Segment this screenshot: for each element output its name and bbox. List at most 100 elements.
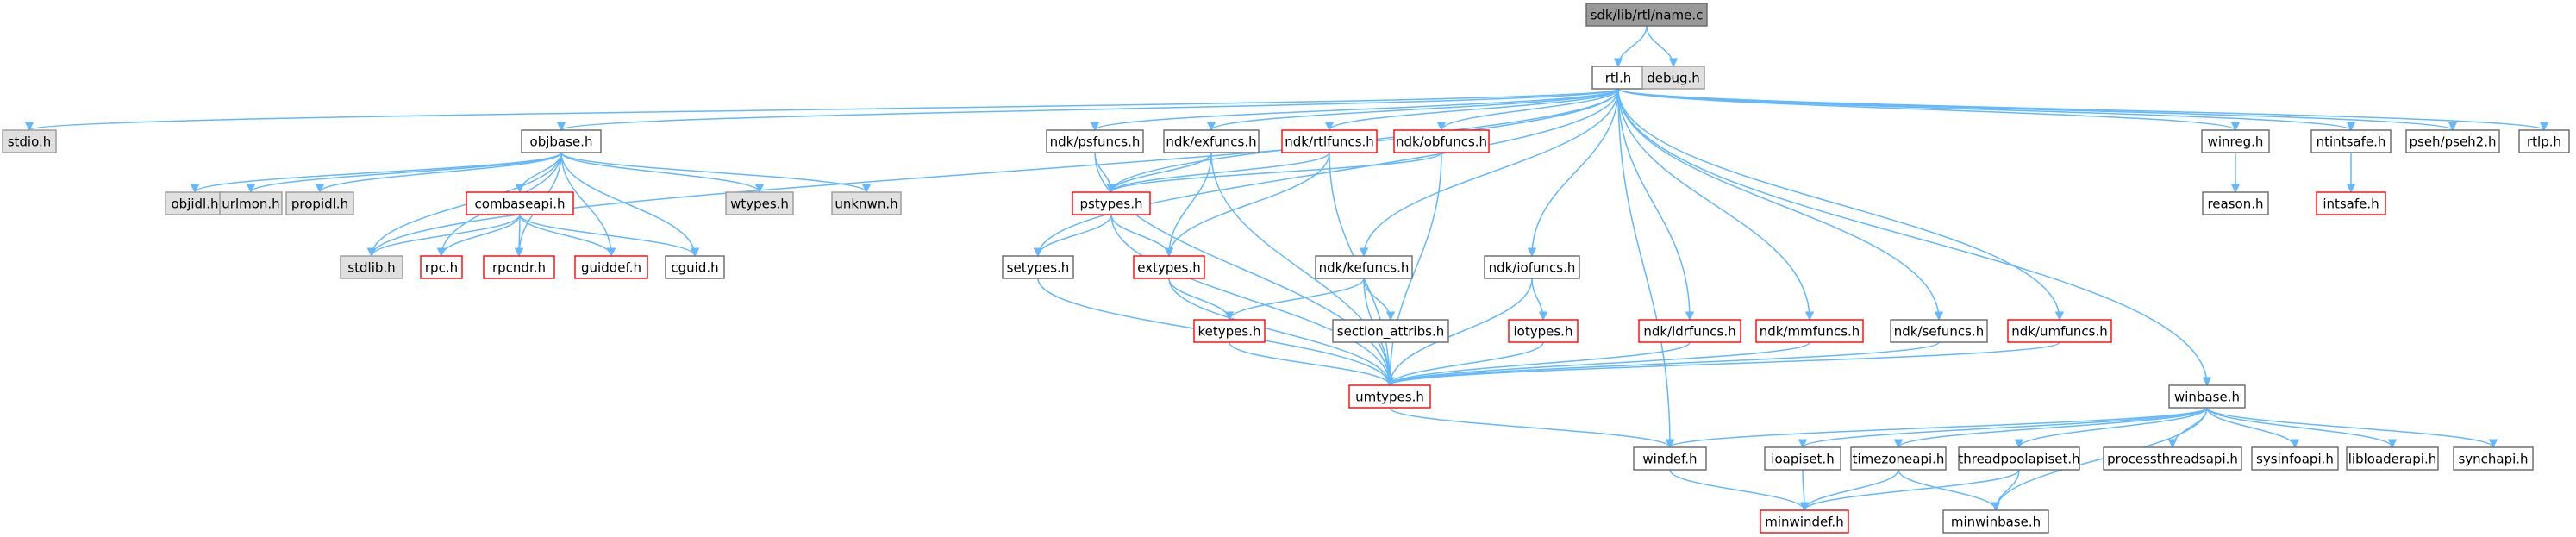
node-box [1585, 3, 1708, 27]
node-stdio-h[interactable]: stdio.h [2, 129, 57, 153]
node-rpcndr-h[interactable]: rpcndr.h [483, 255, 555, 279]
node-label: urlmon.h [222, 197, 279, 212]
edge-ldrfuncs_h-to-umtypes_h [1385, 341, 1691, 387]
node-label: minwindef.h [1765, 515, 1843, 530]
node-umtypes-h[interactable]: umtypes.h [1348, 384, 1431, 409]
node-pstypes-h[interactable]: pstypes.h [1072, 191, 1151, 215]
node-threadpoolapiset-h[interactable]: threadpoolapiset.h [1958, 446, 2080, 471]
node-box [1163, 129, 1260, 153]
node-timezoneapi-h[interactable]: timezoneapi.h [1850, 446, 1947, 471]
node-extypes-h[interactable]: extypes.h [1133, 255, 1205, 279]
node-box [2316, 191, 2386, 215]
edge-kefuncs_h-to-ketypes_h [1224, 278, 1365, 322]
node-winbase-h[interactable]: winbase.h [2168, 384, 2246, 409]
edge-iotypes_h-to-umtypes_h [1385, 341, 1544, 387]
node-ioapiset-h[interactable]: ioapiset.h [1764, 446, 1841, 471]
edge-pstypes_h-to-umtypes_h [1110, 214, 1395, 387]
node-sysinfoapi-h[interactable]: sysinfoapi.h [2251, 446, 2339, 471]
node-kefuncs-h[interactable]: ndk/kefuncs.h [1315, 255, 1413, 279]
node-label: debug.h [1647, 71, 1700, 86]
node-synchapi-h[interactable]: synchapi.h [2453, 446, 2534, 471]
node-ketypes-h[interactable]: ketypes.h [1193, 319, 1266, 343]
edge-psfuncs_h-to-pstypes_h [1094, 152, 1116, 194]
node-reason-h[interactable]: reason.h [2202, 191, 2269, 215]
edge-name_c-to-rtl_h [1613, 25, 1648, 68]
node-sefuncs-h[interactable]: ndk/sefuncs.h [1890, 319, 1988, 343]
edge-exfuncs_h-to-umtypes_h [1210, 152, 1395, 387]
node-label: processthreadsapi.h [2107, 452, 2238, 467]
node-processthreadsapi-h[interactable]: processthreadsapi.h [2103, 446, 2242, 471]
edge-pstypes_h-to-extypes_h [1110, 214, 1174, 258]
node-box [1393, 129, 1490, 153]
node-box [1890, 319, 1988, 343]
node-label: rpcndr.h [492, 260, 546, 276]
edge-winbase_h-to-minwinbase_h [1991, 407, 2208, 512]
node-ntintsafe-h[interactable]: ntintsafe.h [2310, 129, 2392, 153]
node-unknwn-h[interactable]: unknwn.h [831, 191, 902, 215]
node-rtlp-h[interactable]: rtlp.h [2518, 129, 2570, 153]
node-urlmon-h[interactable]: urlmon.h [219, 191, 283, 215]
node-wtypes-h[interactable]: wtypes.h [725, 191, 794, 215]
edge-ioapiset_h-to-minwindef_h [1799, 469, 1810, 512]
node-stdlib-h[interactable]: stdlib.h [340, 255, 403, 279]
node-debug-h[interactable]: debug.h [1641, 66, 1705, 90]
edge-winbase_h-to-libloaderapi_h [2206, 407, 2398, 449]
node-box [2310, 129, 2392, 153]
node-obfuncs-h[interactable]: ndk/obfuncs.h [1393, 129, 1490, 153]
node-box [483, 255, 555, 279]
node-objidl-h[interactable]: objidl.h [165, 191, 225, 215]
node-label: ntintsafe.h [2317, 134, 2386, 150]
node-box [2251, 446, 2339, 471]
node-label: ndk/mmfuncs.h [1760, 324, 1860, 340]
node-box [2201, 129, 2270, 153]
node-mmfuncs-h[interactable]: ndk/mmfuncs.h [1755, 319, 1864, 343]
node-label: timezoneapi.h [1853, 452, 1945, 467]
node-section-attribs-h[interactable]: section_attribs.h [1332, 319, 1449, 343]
node-label: pseh/pseh2.h [2409, 134, 2496, 150]
node-iofuncs-h[interactable]: ndk/iofuncs.h [1484, 255, 1580, 279]
node-label: libloaderapi.h [2348, 452, 2436, 467]
node-name-c[interactable]: sdk/lib/rtl/name.c [1585, 3, 1708, 27]
node-exfuncs-h[interactable]: ndk/exfuncs.h [1163, 129, 1260, 153]
node-box [1348, 384, 1431, 409]
node-iotypes-h[interactable]: iotypes.h [1508, 319, 1579, 343]
node-rtl-h[interactable]: rtl.h [1591, 66, 1645, 90]
edge-name_c-to-debug_h [1646, 25, 1679, 68]
node-windef-h[interactable]: windef.h [1633, 446, 1707, 471]
node-label: stdlib.h [347, 260, 395, 276]
node-winreg-h[interactable]: winreg.h [2201, 129, 2270, 153]
node-box [574, 255, 648, 279]
edge-umfuncs_h-to-umtypes_h [1385, 341, 2060, 387]
node-intsafe-h[interactable]: intsafe.h [2316, 191, 2386, 215]
node-rpc-h[interactable]: rpc.h [420, 255, 463, 279]
node-cguid-h[interactable]: cguid.h [665, 255, 725, 279]
node-propidl-h[interactable]: propidl.h [285, 191, 354, 215]
node-minwinbase-h[interactable]: minwinbase.h [1942, 509, 2049, 534]
node-rtlfuncs-h[interactable]: ndk/rtlfuncs.h [1281, 129, 1378, 153]
edge-rtl_h-to-windef_h [1617, 88, 1675, 449]
node-umfuncs-h[interactable]: ndk/umfuncs.h [2007, 319, 2112, 343]
node-psfuncs-h[interactable]: ndk/psfuncs.h [1046, 129, 1144, 153]
edge-mmfuncs_h-to-umtypes_h [1385, 341, 1810, 387]
node-label: rtl.h [1605, 71, 1632, 86]
edge-rtl_h-to-stdlib_h [366, 88, 1619, 258]
node-combaseapi-h[interactable]: combaseapi.h [466, 191, 574, 215]
node-ldrfuncs-h[interactable]: ndk/ldrfuncs.h [1638, 319, 1741, 343]
edge-rtl_h-to-rtlp_h [1617, 88, 2548, 132]
node-label: pstypes.h [1080, 197, 1143, 212]
node-setypes-h[interactable]: setypes.h [1002, 255, 1074, 279]
node-objbase-h[interactable]: objbase.h [521, 129, 602, 153]
edge-objbase_h-to-urlmon_h [246, 152, 562, 194]
node-guiddef-h[interactable]: guiddef.h [574, 255, 648, 279]
node-label: cguid.h [671, 260, 718, 276]
node-label: setypes.h [1007, 260, 1070, 276]
node-libloaderapi-h[interactable]: libloaderapi.h [2346, 446, 2439, 471]
node-label: objbase.h [530, 134, 593, 150]
node-box [285, 191, 354, 215]
node-pseh2-h[interactable]: pseh/pseh2.h [2405, 129, 2500, 153]
node-box [165, 191, 225, 215]
node-minwindef-h[interactable]: minwindef.h [1760, 509, 1849, 534]
edge-rtl_h-to-umfuncs_h [1617, 88, 2065, 322]
node-box [1484, 255, 1580, 279]
